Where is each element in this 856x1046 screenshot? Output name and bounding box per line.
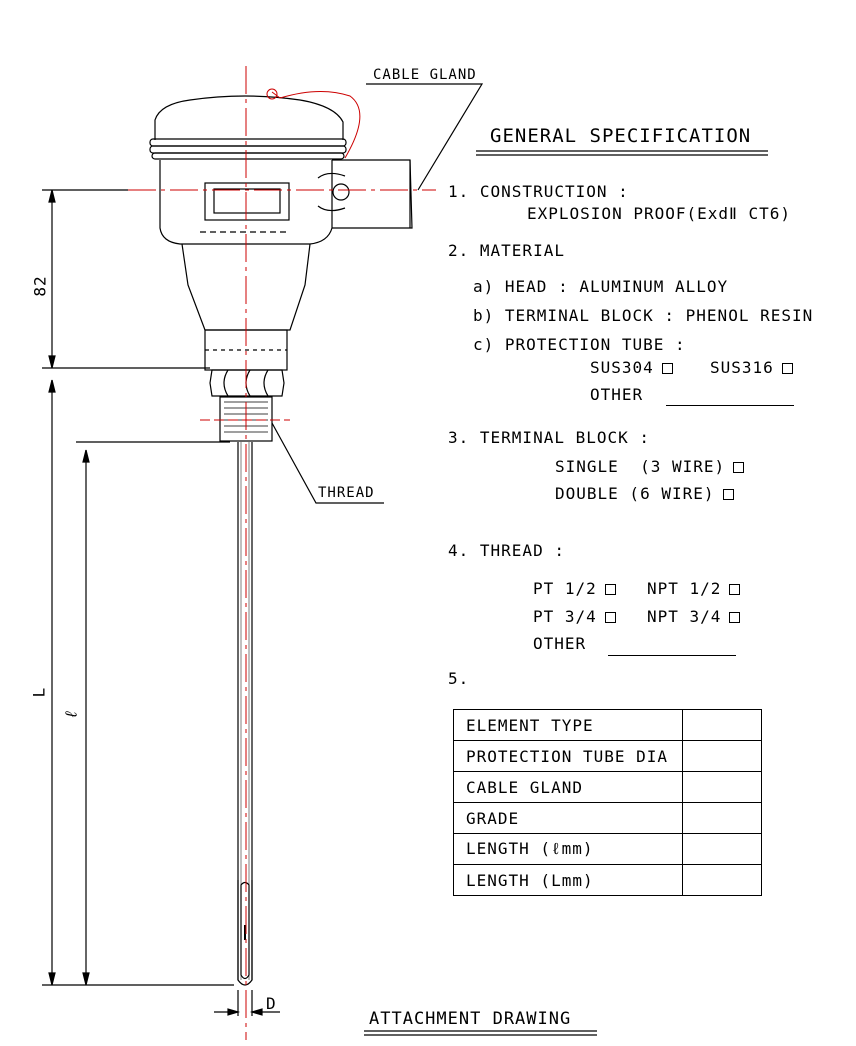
terminal-block-label: 3. TERMINAL BLOCK :: [448, 428, 651, 447]
thread-pt12-label: PT 1/2: [533, 579, 597, 598]
single-checkbox[interactable]: [733, 462, 745, 473]
cable-gland-callout: CABLE GLAND: [373, 67, 477, 83]
cable-gland-leader: [366, 83, 484, 191]
thread-npt12: NPT 1/2: [647, 579, 741, 598]
head-band: [149, 138, 347, 147]
thread-pt34-label: PT 3/4: [533, 607, 597, 626]
table-value[interactable]: [682, 802, 762, 834]
tube-option-sus316-label: SUS316: [710, 358, 774, 377]
thread-pt34: PT 3/4: [533, 609, 616, 625]
pt12-checkbox[interactable]: [604, 584, 616, 595]
dim-82-label: 82: [30, 275, 50, 297]
table-row: PROTECTION TUBE DIA: [453, 740, 762, 772]
head-cover: [154, 95, 344, 140]
thread-npt34-label: NPT 3/4: [647, 607, 722, 626]
table-value[interactable]: [682, 864, 762, 896]
tube-other-label: OTHER: [590, 385, 644, 404]
tube-option-sus304-label: SUS304: [590, 358, 654, 377]
construction-label: 1. CONSTRUCTION :: [448, 182, 629, 201]
dim-l-label: ℓ: [61, 708, 81, 720]
tube-other-blank[interactable]: [666, 405, 794, 406]
table-label: LENGTH (Lmm): [453, 864, 683, 896]
head-body: [159, 160, 333, 245]
table-label: PROTECTION TUBE DIA: [453, 740, 683, 772]
thread-npt34: NPT 3/4: [647, 607, 741, 626]
thread-npt12-label: NPT 1/2: [647, 579, 722, 598]
table-value[interactable]: [682, 709, 762, 741]
drawing-caption: ATTACHMENT DRAWING: [369, 1009, 572, 1029]
thread-label: 4. THREAD :: [448, 541, 565, 560]
table-value[interactable]: [682, 771, 762, 803]
thread-other-blank[interactable]: [608, 655, 736, 656]
dim-D-label: D: [266, 994, 277, 1013]
dim-L-label: L: [29, 686, 49, 698]
sus304-checkbox[interactable]: [661, 363, 673, 374]
thread-leader: [271, 422, 384, 504]
hex-nut: [209, 369, 285, 397]
gland-wire: [271, 90, 361, 159]
material-head: a) HEAD : ALUMINUM ALLOY: [473, 277, 729, 296]
terminal-double-label: DOUBLE (6 WIRE): [555, 484, 715, 503]
item-5-label: 5.: [448, 669, 470, 688]
table-value[interactable]: [682, 740, 762, 772]
table-row: ELEMENT TYPE: [453, 709, 762, 741]
sus316-checkbox[interactable]: [781, 363, 793, 374]
thread-pt12: PT 1/2: [533, 581, 616, 597]
table-row: GRADE: [453, 802, 762, 834]
construction-value: EXPLOSION PROOF(ExdⅡ CT6): [527, 204, 792, 223]
thread-other-label: OTHER: [533, 634, 587, 653]
table-label: ELEMENT TYPE: [453, 709, 683, 741]
terminal-single-label: SINGLE (3 WIRE): [555, 457, 726, 476]
table-row: LENGTH (ℓmm): [453, 833, 762, 865]
table-row: CABLE GLAND: [453, 771, 762, 803]
npt34-checkbox[interactable]: [729, 612, 741, 623]
tube-option-sus316: SUS316: [710, 360, 793, 376]
tube-option-sus304: SUS304: [590, 360, 673, 376]
spec-table: ELEMENT TYPE PROTECTION TUBE DIA CABLE G…: [453, 709, 762, 896]
material-label: 2. MATERIAL: [448, 241, 565, 260]
material-terminal-block: b) TERMINAL BLOCK : PHENOL RESIN: [473, 306, 814, 325]
terminal-single: SINGLE (3 WIRE): [555, 457, 745, 476]
gland-bolt: [332, 183, 350, 201]
nameplate: [204, 182, 290, 221]
pt34-checkbox[interactable]: [604, 612, 616, 623]
table-value[interactable]: [682, 833, 762, 865]
thread-callout: THREAD: [318, 485, 375, 501]
table-label: GRADE: [453, 802, 683, 834]
spec-title: GENERAL SPECIFICATION: [490, 125, 752, 147]
table-row: LENGTH (Lmm): [453, 864, 762, 896]
tube-tip: [237, 880, 253, 986]
table-label: LENGTH (ℓmm): [453, 833, 683, 865]
material-protection-tube: c) PROTECTION TUBE :: [473, 335, 686, 354]
double-checkbox[interactable]: [722, 489, 734, 500]
table-label: CABLE GLAND: [453, 771, 683, 803]
npt12-checkbox[interactable]: [729, 584, 741, 595]
terminal-double: DOUBLE (6 WIRE): [555, 486, 734, 502]
